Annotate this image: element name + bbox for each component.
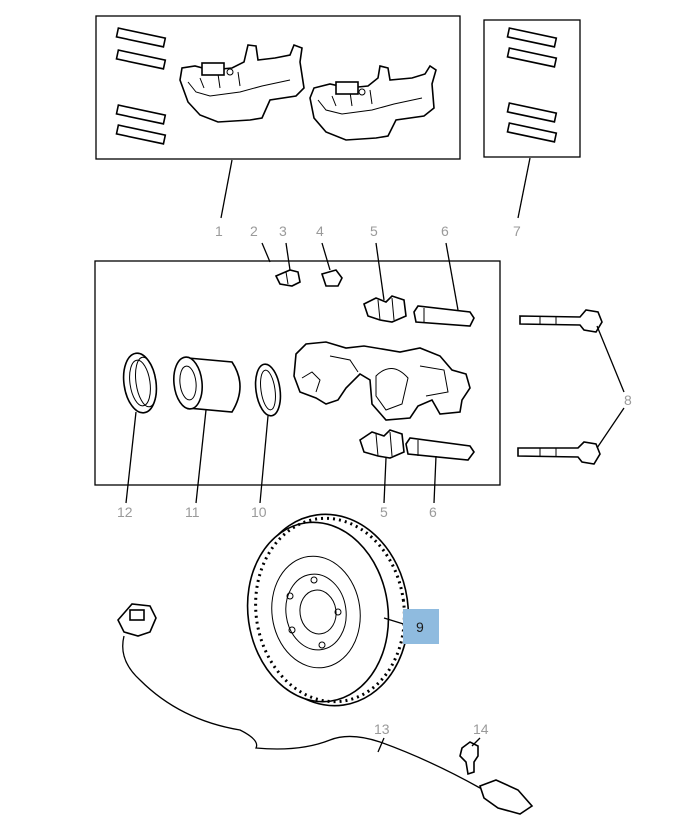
sensor-bolt — [459, 741, 479, 776]
caliper-housing — [293, 341, 471, 421]
callout-labels: 1 2 3 4 5 6 7 8 12 11 10 5 6 9 13 14 — [117, 223, 632, 737]
callout-9-highlight — [403, 609, 439, 644]
callout-9: 9 — [416, 619, 424, 635]
piston-seal — [122, 352, 158, 414]
callout-5-upper: 5 — [370, 223, 378, 239]
dust-boot — [254, 363, 282, 417]
pad-shims-left — [115, 27, 167, 145]
caliper-bolt-lower — [517, 441, 601, 465]
callout-3: 3 — [279, 223, 287, 239]
wheel-speed-sensor — [117, 603, 534, 815]
brake-pad-right — [309, 64, 437, 141]
caliper-bolt-upper — [519, 309, 603, 333]
callout-5-lower: 5 — [380, 504, 388, 520]
callout-4: 4 — [316, 223, 324, 239]
bleeder-cap — [320, 269, 343, 287]
guide-bushing-lower — [359, 429, 405, 459]
bleeder-screw — [274, 269, 301, 287]
guide-pin-upper — [413, 305, 475, 327]
caliper-piston — [173, 356, 241, 413]
callout-10: 10 — [251, 504, 267, 520]
callout-11: 11 — [185, 504, 200, 520]
guide-pin-lower — [405, 437, 475, 461]
caliper-box — [94, 242, 501, 504]
callout-13: 13 — [374, 721, 390, 737]
callout-6-upper: 6 — [441, 223, 449, 239]
brake-pad-left — [179, 43, 305, 123]
pad-kit-box — [95, 15, 461, 219]
callout-8: 8 — [624, 392, 632, 408]
callout-7: 7 — [513, 223, 521, 239]
callout-2: 2 — [250, 223, 258, 239]
callout-12: 12 — [117, 504, 133, 520]
callout-6-lower: 6 — [429, 504, 437, 520]
brake-rotor — [246, 513, 410, 707]
callout-14: 14 — [473, 721, 489, 737]
guide-bushing-upper — [363, 295, 407, 323]
callout-1: 1 — [215, 223, 223, 239]
shim-kit-box — [483, 19, 581, 219]
